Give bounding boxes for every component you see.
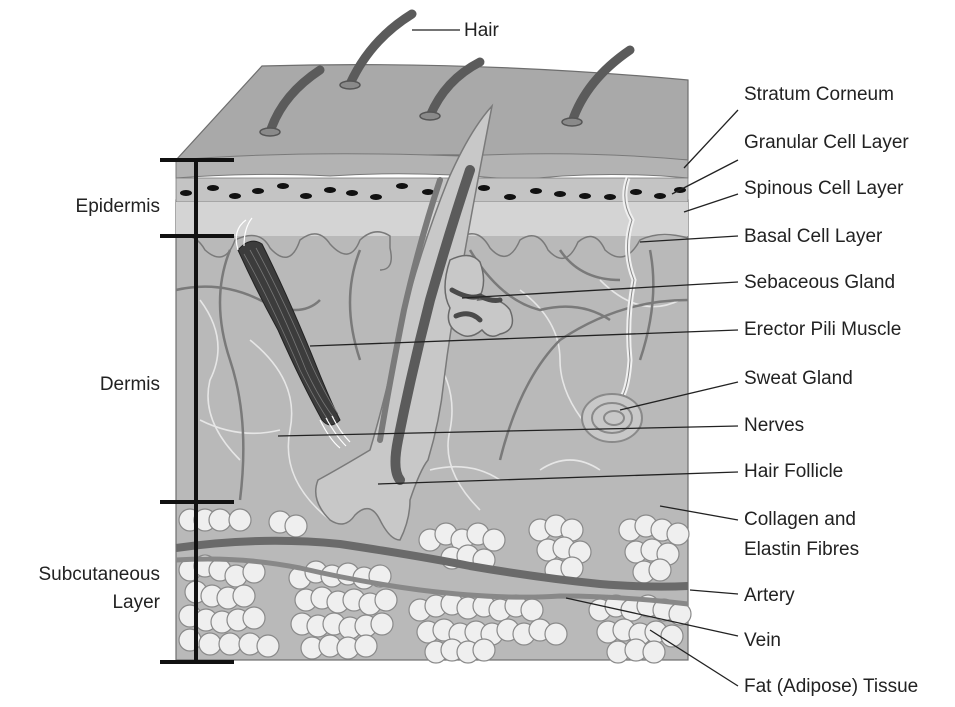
label-vein: Vein — [744, 630, 781, 651]
label-layer: Layer — [112, 592, 160, 613]
label-epidermis: Epidermis — [76, 196, 160, 217]
label-sebaceous-gland: Sebaceous Gland — [744, 272, 895, 293]
label-granular-cell-layer: Granular Cell Layer — [744, 132, 909, 153]
stratum-corneum-band — [176, 154, 688, 180]
label-spinous-cell-layer: Spinous Cell Layer — [744, 178, 904, 199]
label-collagen-and: Collagen and — [744, 509, 856, 530]
label-hair: Hair — [464, 20, 500, 41]
label-elastin-fibres: Elastin Fibres — [744, 539, 859, 560]
sweat-gland-coil — [582, 394, 642, 442]
label-hair-follicle: Hair Follicle — [744, 461, 843, 482]
label-stratum-corneum: Stratum Corneum — [744, 84, 894, 105]
label-erector-pili-muscle: Erector Pili Muscle — [744, 319, 901, 340]
label-subcutaneous: Subcutaneous — [39, 564, 161, 585]
label-fat-adipose-tissue: Fat (Adipose) Tissue — [744, 676, 918, 697]
label-sweat-gland: Sweat Gland — [744, 368, 853, 389]
label-dermis: Dermis — [100, 374, 160, 395]
label-basal-cell-layer: Basal Cell Layer — [744, 226, 883, 247]
label-nerves: Nerves — [744, 415, 804, 436]
label-artery: Artery — [744, 585, 795, 606]
